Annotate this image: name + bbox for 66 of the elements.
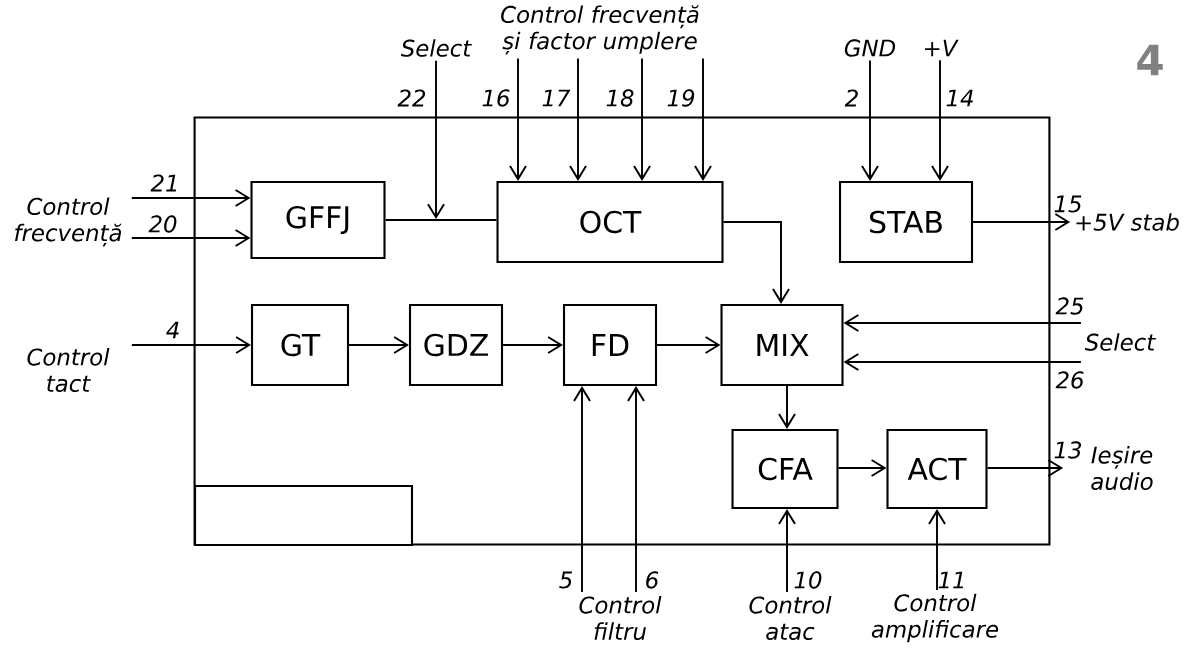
signal-label: Control amplificare bbox=[871, 593, 999, 643]
block-box: OCT bbox=[496, 180, 724, 264]
signal-label: Control tact bbox=[27, 347, 110, 392]
arrow bbox=[837, 459, 887, 477]
block-box: GFFJ bbox=[250, 180, 386, 260]
pin-number: 25 bbox=[1055, 297, 1084, 315]
arrow bbox=[509, 57, 527, 181]
arrow bbox=[722, 221, 790, 304]
figure-number: 4 bbox=[1137, 44, 1163, 76]
pin-number: 15 bbox=[1054, 195, 1082, 213]
signal-label: GND bbox=[844, 39, 896, 57]
signal-label: Control filtru bbox=[579, 595, 662, 640]
pin-number: 26 bbox=[1055, 371, 1084, 389]
pin-number: 19 bbox=[667, 89, 695, 107]
arrow bbox=[569, 57, 587, 181]
pin-number: 21 bbox=[150, 174, 177, 192]
pin-number: 11 bbox=[938, 571, 964, 589]
pin-number: 22 bbox=[397, 89, 426, 107]
arrow bbox=[427, 59, 445, 219]
pin-number: 6 bbox=[646, 571, 659, 589]
pin-number: 17 bbox=[542, 89, 571, 107]
arrow bbox=[928, 509, 946, 591]
arrow bbox=[130, 336, 251, 354]
pin-number: 4 bbox=[166, 321, 179, 339]
arrow bbox=[778, 509, 796, 594]
pin-number: 14 bbox=[946, 89, 973, 107]
pin-number: 16 bbox=[482, 89, 510, 107]
arrow bbox=[843, 353, 1082, 371]
connection-line bbox=[384, 219, 498, 221]
pin-number: 18 bbox=[606, 89, 634, 107]
block-box: STAB bbox=[838, 180, 974, 264]
signal-label: Control atac bbox=[749, 595, 832, 640]
arrow bbox=[130, 189, 251, 207]
signal-label: Select bbox=[400, 39, 472, 57]
pin-number: 20 bbox=[148, 215, 177, 233]
block-box: GDZ bbox=[408, 303, 504, 387]
arrow bbox=[694, 57, 712, 181]
signal-label: Control frecvență bbox=[15, 197, 122, 247]
signal-label: Select bbox=[1084, 333, 1156, 351]
signal-label: Control frecvență și factor umplere bbox=[501, 5, 699, 55]
arrow bbox=[778, 385, 796, 429]
arrow bbox=[843, 314, 1082, 332]
arrow bbox=[656, 336, 721, 354]
pin-number: 5 bbox=[559, 571, 572, 589]
pin-number: 10 bbox=[794, 571, 822, 589]
arrow bbox=[986, 459, 1064, 477]
signal-label: Ieșire audio bbox=[1091, 445, 1153, 490]
arrow bbox=[861, 59, 879, 181]
block-box: MIX bbox=[720, 303, 844, 387]
signal-label: +V bbox=[925, 39, 959, 57]
block-box: CFA bbox=[731, 428, 839, 510]
pin-number: 13 bbox=[1054, 441, 1082, 459]
block-box: GT bbox=[250, 303, 350, 387]
arrow bbox=[627, 386, 645, 594]
signal-label: +5V stab bbox=[1076, 213, 1179, 231]
pin-number: 2 bbox=[844, 89, 858, 107]
block-box: FD bbox=[562, 303, 658, 387]
arrow bbox=[633, 57, 651, 181]
arrow bbox=[348, 336, 409, 354]
arrow bbox=[502, 336, 563, 354]
part-number-box bbox=[193, 484, 414, 547]
block-box: ACT bbox=[886, 428, 988, 510]
arrow bbox=[931, 59, 949, 181]
arrow bbox=[573, 386, 591, 594]
arrow bbox=[972, 213, 1071, 231]
arrow bbox=[130, 229, 251, 247]
